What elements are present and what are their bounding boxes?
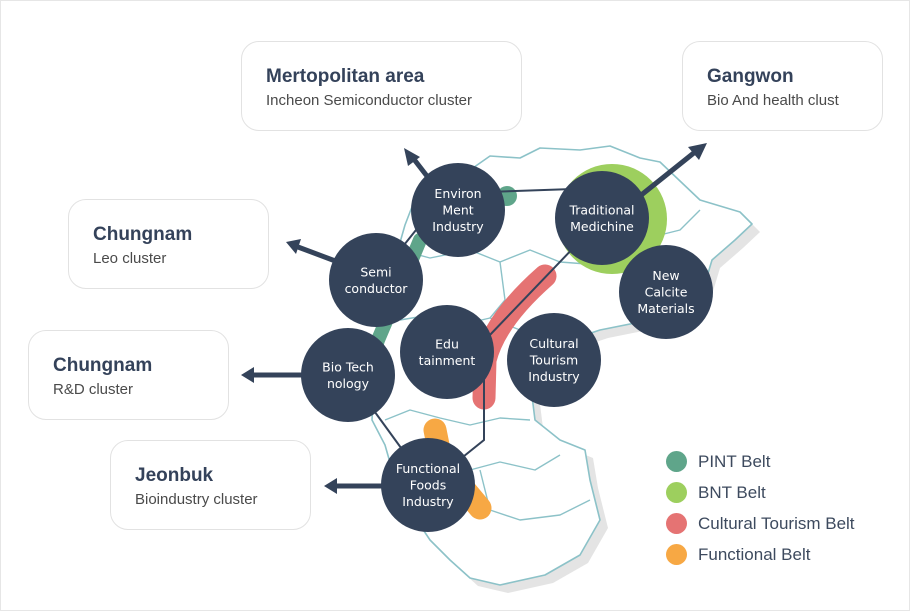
card-subtitle: Bioindustry cluster xyxy=(135,491,258,508)
node-label: nology xyxy=(327,376,370,391)
node-label: Cultural xyxy=(529,336,578,351)
node-label: tainment xyxy=(419,353,476,368)
node-label: Medichine xyxy=(570,219,634,234)
node-edutainment: Edu tainment xyxy=(400,305,494,399)
node-label: Industry xyxy=(528,369,580,384)
card-title: Gangwon xyxy=(707,66,794,87)
legend-item-pint: PINT Belt xyxy=(666,446,855,477)
node-semiconductor: Semi conductor xyxy=(329,233,423,327)
legend-label: Cultural Tourism Belt xyxy=(698,513,855,533)
legend-swatch-cultural-tourism xyxy=(666,513,687,534)
arrow-chungnam-leo xyxy=(297,244,339,265)
legend-item-functional: Functional Belt xyxy=(666,539,855,570)
card-metropolitan: Mertopolitan area Incheon Semiconductor … xyxy=(241,41,522,131)
node-label: Traditional xyxy=(568,202,634,217)
arrow-chungnam-leo-head xyxy=(286,239,301,254)
node-label: Semi xyxy=(360,264,391,279)
node-label: Materials xyxy=(637,301,694,316)
node-label: Environ xyxy=(434,186,481,201)
node-label: Industry xyxy=(432,219,484,234)
legend-label: Functional Belt xyxy=(698,544,811,564)
card-chungnam-rd: Chungnam R&D cluster xyxy=(28,330,229,420)
node-circle xyxy=(400,305,494,399)
card-subtitle: Incheon Semiconductor cluster xyxy=(266,92,472,109)
node-circle xyxy=(411,163,505,257)
node-label: Calcite xyxy=(645,285,688,300)
card-title: Mertopolitan area xyxy=(266,66,425,87)
card-chungnam-leo: Chungnam Leo cluster xyxy=(68,199,269,289)
arrow-gangwon-head xyxy=(688,143,707,160)
node-circle xyxy=(329,233,423,327)
card-title: Jeonbuk xyxy=(135,465,214,486)
legend-label: PINT Belt xyxy=(698,451,771,471)
node-label: Tourism xyxy=(529,353,578,368)
node-label: conductor xyxy=(345,281,409,296)
node-circle xyxy=(301,328,395,422)
legend-label: BNT Belt xyxy=(698,482,766,502)
node-label: Bio Tech xyxy=(322,359,374,374)
node-circle xyxy=(381,438,475,532)
legend-swatch-bnt xyxy=(666,482,687,503)
legend: PINT Belt BNT Belt Cultural Tourism Belt… xyxy=(666,446,855,570)
card-subtitle: Leo cluster xyxy=(93,250,167,267)
node-circle xyxy=(507,313,601,407)
card-subtitle: R&D cluster xyxy=(53,381,134,398)
arrow-jeonbuk-head xyxy=(324,478,337,494)
node-label: Foods xyxy=(410,478,447,493)
node-label: Ment xyxy=(442,203,473,218)
card-subtitle: Bio And health clust xyxy=(707,92,839,109)
arrow-metropolitan-head xyxy=(404,148,420,166)
node-label: New xyxy=(652,268,679,283)
legend-item-cultural-tourism: Cultural Tourism Belt xyxy=(666,508,855,539)
node-circle xyxy=(555,171,649,265)
legend-swatch-functional xyxy=(666,544,687,565)
arrow-gangwon xyxy=(638,150,697,198)
node-label: Functional xyxy=(396,461,460,476)
legend-item-bnt: BNT Belt xyxy=(666,477,855,508)
node-label: Industry xyxy=(402,494,454,509)
card-jeonbuk: Jeonbuk Bioindustry cluster xyxy=(110,440,311,530)
card-title: Chungnam xyxy=(93,224,193,245)
arrow-chungnam-rd-head xyxy=(241,367,254,383)
legend-swatch-pint xyxy=(666,451,687,472)
card-gangwon: Gangwon Bio And health clust xyxy=(682,41,883,131)
node-label: Edu xyxy=(435,336,459,351)
card-title: Chungnam xyxy=(53,355,153,376)
node-biotech: Bio Tech nology xyxy=(301,328,395,422)
node-circle xyxy=(619,245,713,339)
